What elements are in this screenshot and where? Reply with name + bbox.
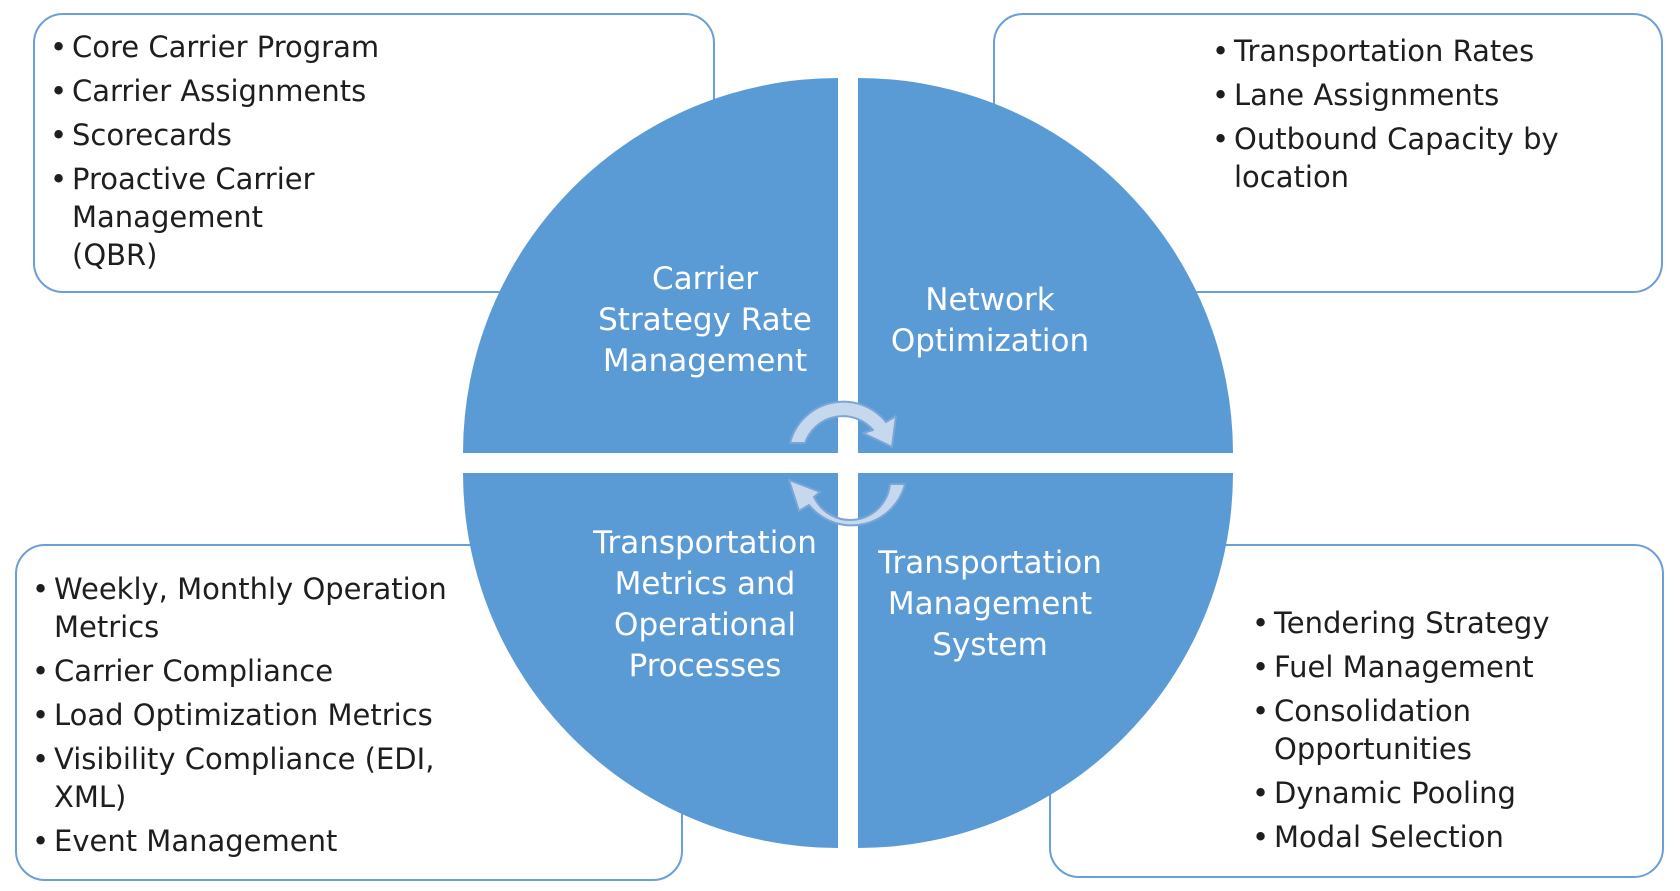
bullet-item: Consolidation Opportunities xyxy=(1252,692,1534,768)
clockwise-arrow-top-icon xyxy=(789,400,897,448)
quadrant-top-right xyxy=(858,78,1233,453)
quadrant-label-bottom-right: Transportation Management System xyxy=(878,545,1102,663)
bullet-item: Lane Assignments xyxy=(1212,76,1652,114)
bullet-item: Event Management xyxy=(32,822,472,860)
quadrant-bottom-left xyxy=(463,473,838,848)
bullet-item: Load Optimization Metrics xyxy=(32,696,472,734)
circular-arrows-icon xyxy=(788,400,906,527)
quadrant-top-left xyxy=(463,78,838,453)
bullet-item: Transportation Rates xyxy=(1212,32,1652,70)
quadrant-label-top-right: Network Optimization xyxy=(890,282,1090,359)
top-right-bullet-list: Transportation Rates Lane Assignments Ou… xyxy=(1212,32,1652,202)
bullet-item: Outbound Capacity by location xyxy=(1212,120,1564,196)
bottom-right-bullet-list: Tendering Strategy Fuel Management Conso… xyxy=(1252,604,1652,862)
quadrant-label-top-left: Carrier Strategy Rate Management xyxy=(598,261,812,379)
bottom-left-bullet-list: Weekly, Monthly Operation Metrics Carrie… xyxy=(32,570,472,866)
bullet-item: Core Carrier Program xyxy=(50,28,590,66)
bullet-item: Visibility Compliance (EDI, XML) xyxy=(32,740,454,816)
clockwise-arrow-bottom-icon xyxy=(788,479,906,527)
quadrant-label-bottom-left: Transportation Metrics and Operational P… xyxy=(593,525,817,684)
bullet-item: Tendering Strategy xyxy=(1252,604,1652,642)
bullet-item: Modal Selection xyxy=(1252,818,1652,856)
quadrant-bottom-right xyxy=(858,473,1233,848)
bullet-item: Carrier Assignments xyxy=(50,72,590,110)
bullet-item: Carrier Compliance xyxy=(32,652,472,690)
top-left-bullet-list: Core Carrier Program Carrier Assignments… xyxy=(50,28,590,280)
bullet-item: Dynamic Pooling xyxy=(1252,774,1652,812)
bullet-item: Fuel Management xyxy=(1252,648,1652,686)
bullet-item: Proactive Carrier Management (QBR) xyxy=(50,160,342,274)
bullet-item: Weekly, Monthly Operation Metrics xyxy=(32,570,454,646)
bullet-item: Scorecards xyxy=(50,116,590,154)
